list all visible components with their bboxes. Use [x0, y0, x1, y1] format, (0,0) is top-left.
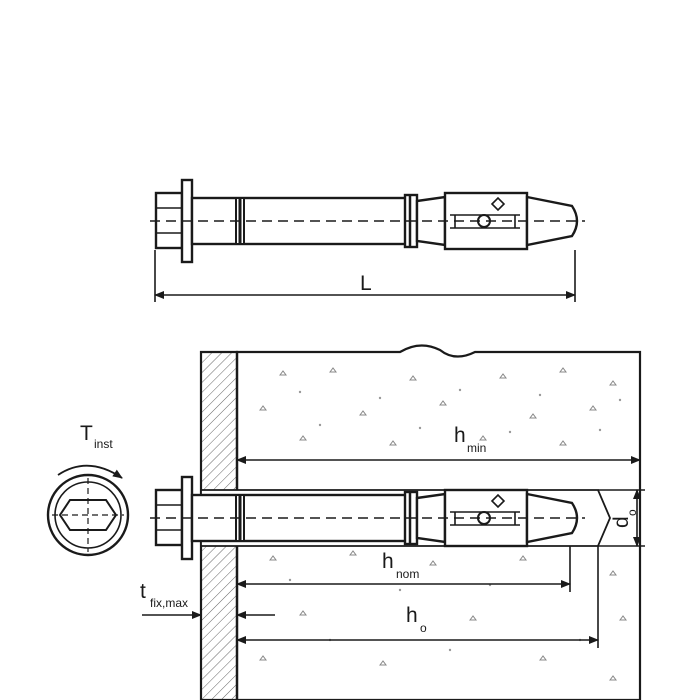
hnom-label: h — [382, 550, 394, 573]
anchor-bolt-side-view — [150, 178, 585, 264]
ho-label: h — [406, 604, 418, 627]
dimension-L — [154, 250, 576, 302]
dimension-do — [598, 489, 645, 547]
do-label: d — [610, 516, 633, 528]
torque-label: T — [80, 422, 93, 445]
hmin-label: h — [454, 424, 466, 447]
torque-sub-label: inst — [94, 437, 113, 451]
do-sub-label: o — [625, 509, 639, 516]
anchor-bolt-installed — [150, 475, 585, 561]
hex-head-end-view — [46, 464, 130, 557]
torque-arrow — [57, 464, 123, 479]
length-label: L — [360, 272, 372, 295]
hnom-sub-label: nom — [396, 567, 419, 581]
dimension-ho — [236, 546, 599, 648]
dimension-hnom — [236, 546, 571, 592]
tfix-sub-label: fix,max — [150, 596, 188, 610]
tfix-label: t — [140, 580, 146, 603]
ho-sub-label: o — [420, 621, 427, 635]
hmin-sub-label: min — [467, 441, 486, 455]
